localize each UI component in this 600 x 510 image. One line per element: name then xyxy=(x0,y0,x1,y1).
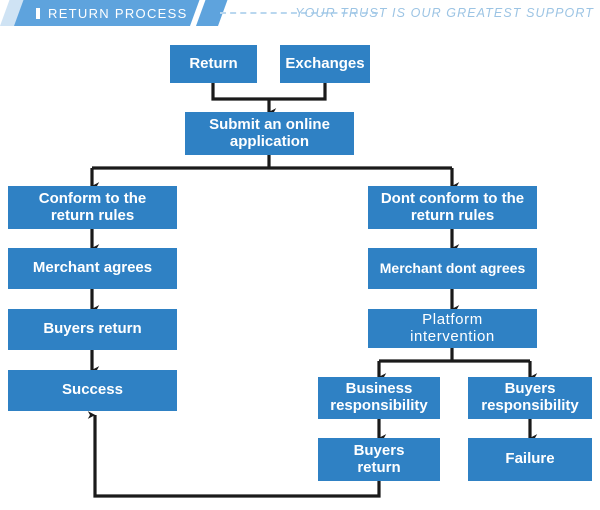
page-header: RETURN PROCESS YOUR TRUST IS OUR GREATES… xyxy=(0,0,600,26)
node-submit-online-application[interactable]: Submit an online application xyxy=(185,112,354,155)
node-platform-intervention[interactable]: Platform intervention xyxy=(368,309,537,348)
node-return[interactable]: Return xyxy=(170,45,257,83)
node-conform-to-return-rules[interactable]: Conform to the return rules xyxy=(8,186,177,229)
node-buyers-responsibility[interactable]: Buyers responsibility xyxy=(468,377,592,419)
node-merchant-agrees[interactable]: Merchant agrees xyxy=(8,248,177,289)
page-title: RETURN PROCESS xyxy=(48,5,188,21)
header-dashed-rule xyxy=(220,12,378,14)
header-tagline: YOUR TRUST IS OUR GREATEST SUPPORT xyxy=(295,6,594,20)
node-buyers-return-left[interactable]: Buyers return xyxy=(8,309,177,350)
node-merchant-dont-agrees[interactable]: Merchant dont agrees xyxy=(368,248,537,289)
node-failure[interactable]: Failure xyxy=(468,438,592,481)
edge-return-exchanges-merge xyxy=(211,83,327,101)
header-bullet-icon xyxy=(36,7,40,19)
header-title-group: RETURN PROCESS xyxy=(36,0,188,26)
node-success[interactable]: Success xyxy=(8,370,177,411)
node-exchanges[interactable]: Exchanges xyxy=(280,45,370,83)
node-business-responsibility[interactable]: Business responsibility xyxy=(318,377,440,419)
node-dont-conform-to-return-rules[interactable]: Dont conform to the return rules xyxy=(368,186,537,229)
node-buyers-return-right[interactable]: Buyers return xyxy=(318,438,440,481)
